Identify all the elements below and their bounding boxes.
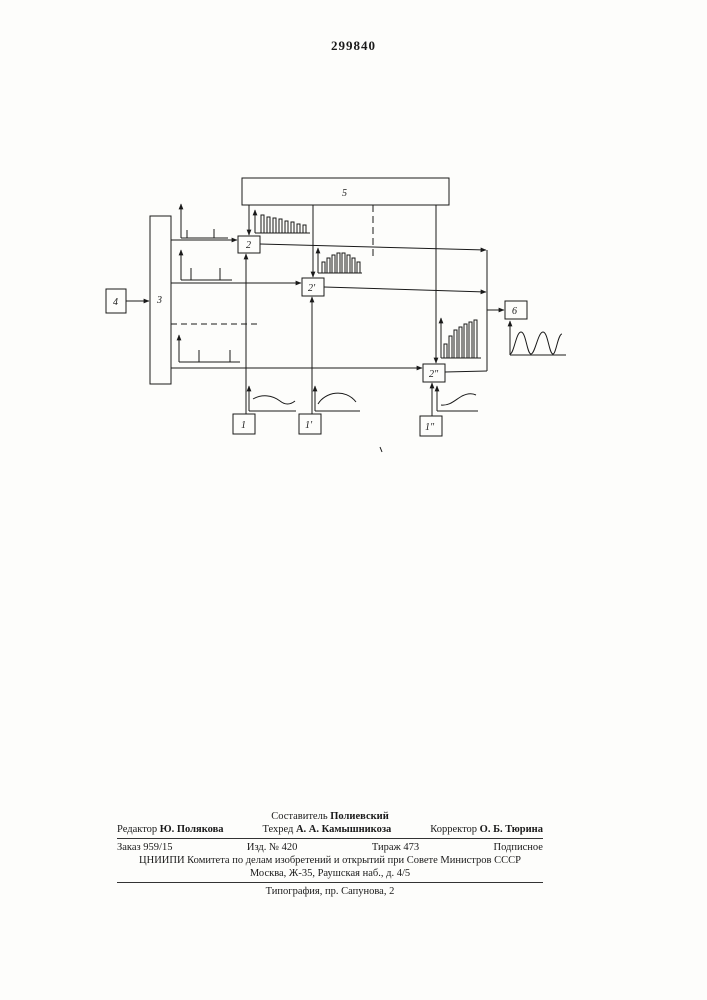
label-block-1pp: 1" <box>425 422 435 433</box>
output-waveform <box>510 321 566 355</box>
techeditor-label: Техред <box>262 824 293 835</box>
label-block-5: 5 <box>342 188 347 199</box>
organization: ЦНИИПИ Комитета по делам изобретений и о… <box>117 854 543 867</box>
block-diagram: 5 3 4 2 2' 2" 6 1 1' 1" <box>0 0 707 800</box>
corrector-name: О. Б. Тюрина <box>480 824 543 835</box>
techeditor: Техред А. А. Камышникоза <box>262 823 391 836</box>
editor-name: Ю. Полякова <box>160 824 224 835</box>
edition-number: Изд. № 420 <box>247 841 298 854</box>
printer: Типография, пр. Сапунова, 2 <box>117 885 543 898</box>
waveform-1 <box>249 386 296 411</box>
pulse-train-2 <box>318 248 362 273</box>
address: Москва, Ж-35, Раушская наб., д. 4/5 <box>117 867 543 880</box>
label-block-2pp: 2" <box>429 369 439 380</box>
editors-row: Редактор Ю. Полякова Техред А. А. Камышн… <box>117 823 543 836</box>
order-number: Заказ 959/15 <box>117 841 172 854</box>
techeditor-name: А. А. Камышникоза <box>296 824 391 835</box>
label-block-1p: 1' <box>305 420 313 431</box>
subscription: Подписное <box>494 841 543 854</box>
waveform-1pp <box>437 386 478 411</box>
compiler-line: Составитель Полиевский <box>117 810 543 823</box>
label-block-3: 3 <box>156 295 162 306</box>
compiler-label: Составитель <box>271 811 327 822</box>
circulation: Тираж 473 <box>372 841 419 854</box>
imprint-block: Составитель Полиевский Редактор Ю. Поляк… <box>117 810 543 898</box>
pulse-train-1 <box>255 210 310 233</box>
label-block-2p: 2' <box>308 283 316 294</box>
waveform-1p <box>315 386 360 411</box>
pulse-train-3 <box>441 318 481 358</box>
corrector: Корректор О. Б. Тюрина <box>430 823 543 836</box>
rule-1 <box>117 838 543 839</box>
editor: Редактор Ю. Полякова <box>117 823 224 836</box>
rule-2 <box>117 882 543 883</box>
order-row: Заказ 959/15 Изд. № 420 Тираж 473 Подпис… <box>117 841 543 854</box>
label-block-2: 2 <box>246 240 251 251</box>
label-block-4: 4 <box>113 297 118 308</box>
corrector-label: Корректор <box>430 824 477 835</box>
editor-label: Редактор <box>117 824 157 835</box>
label-block-6: 6 <box>512 306 517 317</box>
label-block-1: 1 <box>241 420 246 431</box>
compiler-name: Полиевский <box>330 811 389 822</box>
